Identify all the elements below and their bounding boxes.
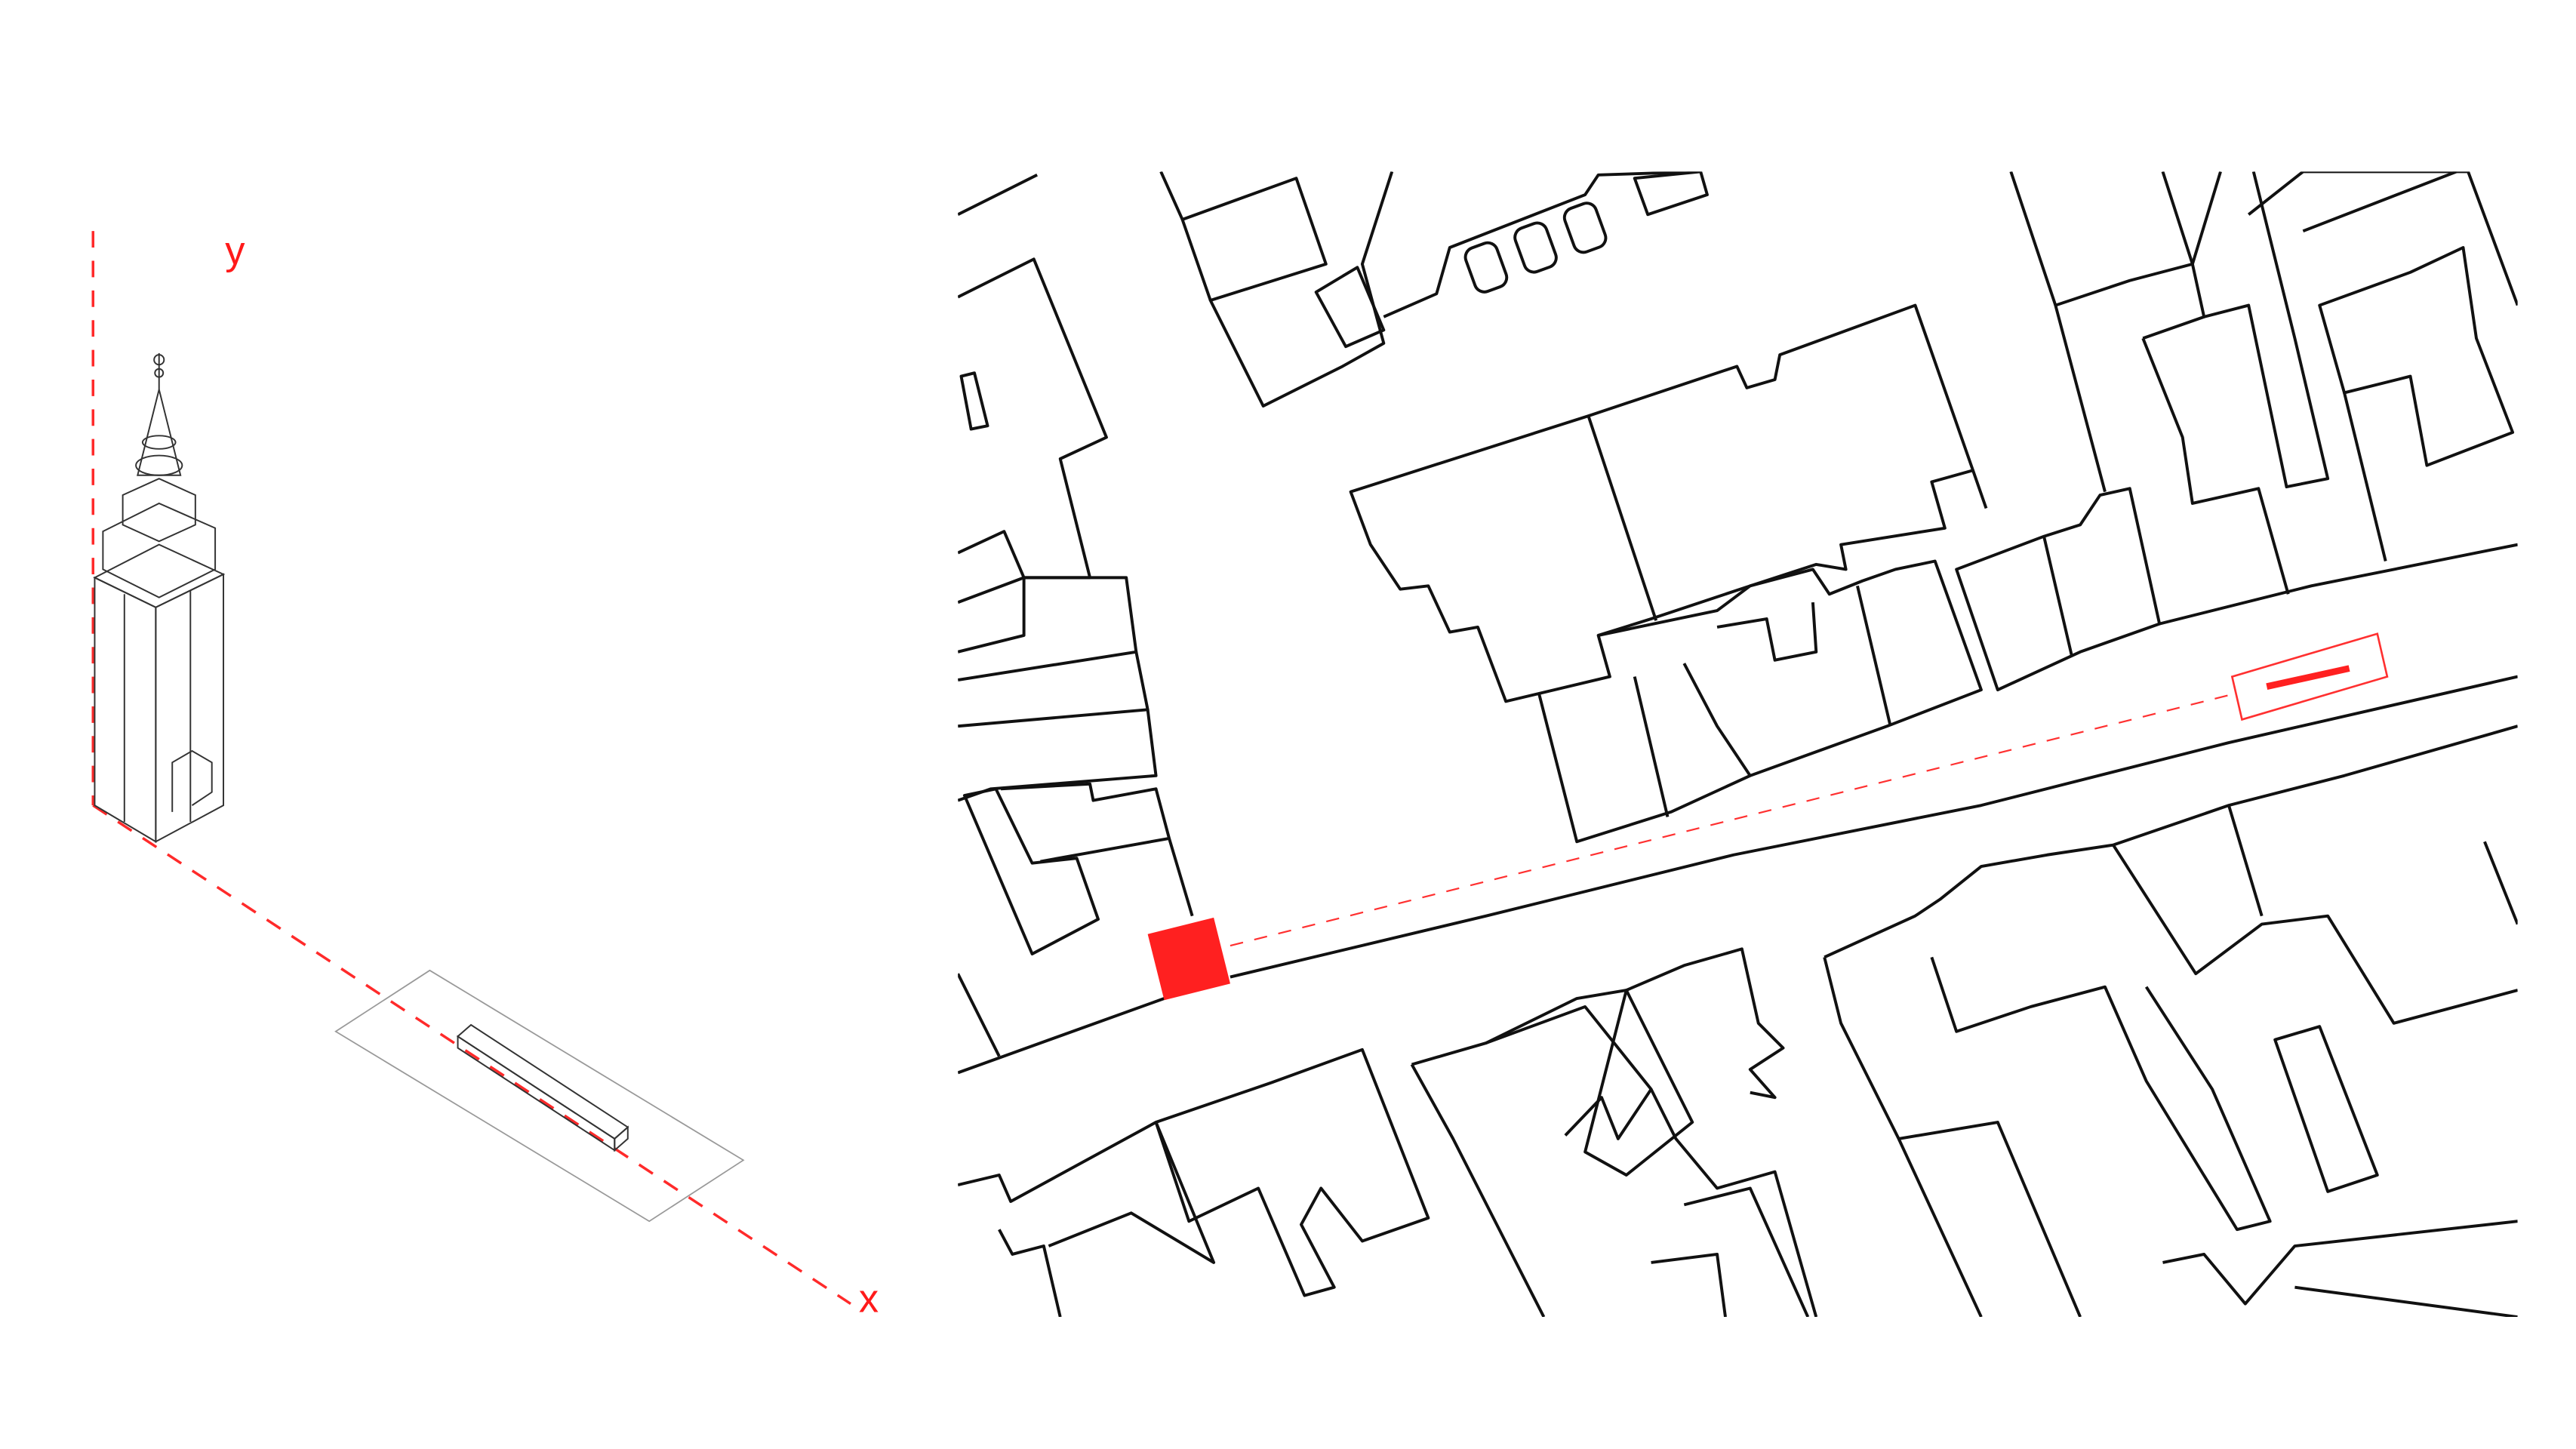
tower-icon <box>93 352 226 843</box>
site-map <box>958 171 2518 1318</box>
x-axis <box>92 804 851 1306</box>
x-axis-label: x <box>859 1276 879 1321</box>
sightline <box>1230 692 2238 947</box>
ground-plane <box>334 969 745 1223</box>
y-axis-label: y <box>225 229 245 273</box>
target-bar <box>2266 665 2350 690</box>
target-outline <box>2230 632 2389 721</box>
bar-object <box>456 1023 629 1152</box>
viewpoint-marker <box>1147 917 1230 1001</box>
axonometric-view: y x <box>91 229 879 1321</box>
